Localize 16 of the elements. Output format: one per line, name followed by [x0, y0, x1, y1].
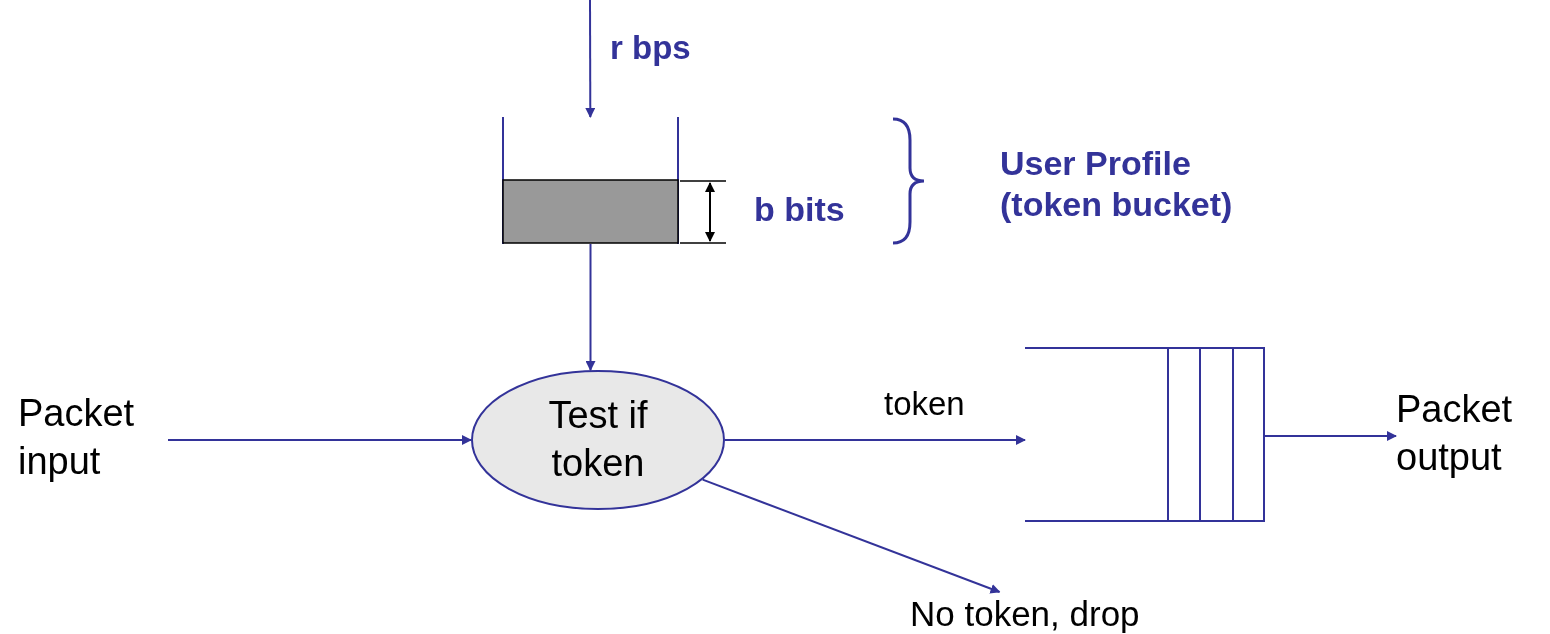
- queue-drawing: [1025, 347, 1265, 522]
- token-bucket-drawing: [502, 117, 679, 244]
- edge-label: token: [884, 384, 965, 424]
- group-label: User Profile (token bucket): [1000, 143, 1234, 225]
- arrow: [1264, 431, 1397, 441]
- dimension-label: b bits: [754, 189, 845, 230]
- arrow: [585, 0, 596, 118]
- arrow: [701, 478, 1001, 594]
- arrow: [724, 435, 1026, 445]
- edge-label: r bps: [610, 28, 691, 68]
- output-label: Packet output: [1396, 386, 1546, 486]
- drop-label: No token, drop: [910, 592, 1200, 634]
- arrow: [585, 243, 596, 372]
- test-ellipse: Test if token: [471, 370, 725, 510]
- input-label: Packet input: [18, 390, 168, 490]
- arrow: [167, 435, 472, 445]
